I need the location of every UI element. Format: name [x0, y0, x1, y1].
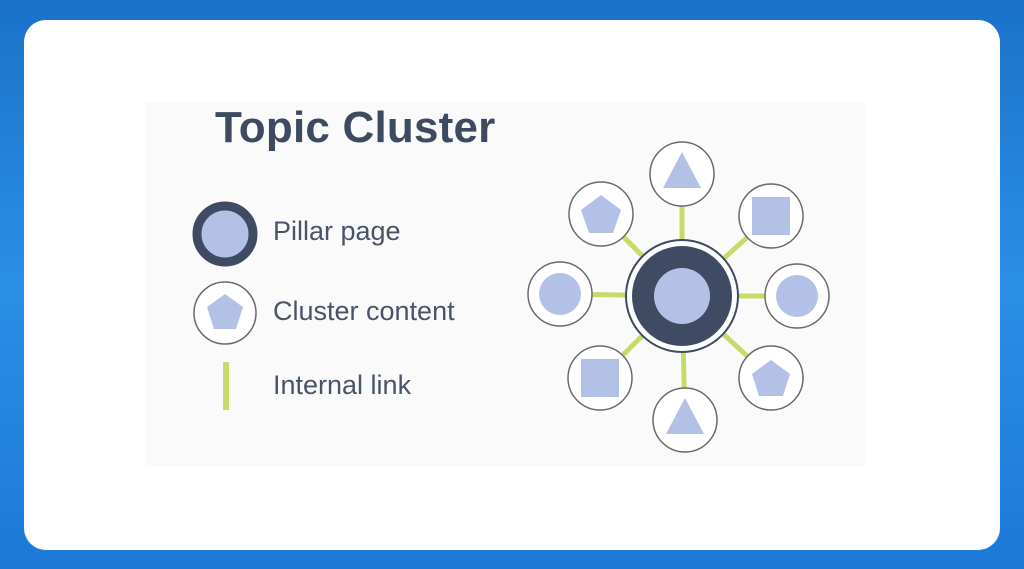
- satellite-top: [649, 141, 715, 207]
- satellite-bottom-right: [738, 345, 804, 411]
- circle-shape: [539, 273, 581, 315]
- circle-shape: [776, 275, 818, 317]
- satellite-right: [764, 263, 830, 329]
- infographic-panel: [145, 102, 865, 467]
- internal-link-legend-icon: [223, 362, 229, 410]
- pentagon-shape: [752, 360, 790, 396]
- square-shape: [581, 359, 619, 397]
- satellite-top-left: [568, 181, 634, 247]
- square-shape: [752, 197, 790, 235]
- triangle-shape: [663, 152, 701, 188]
- cluster-content-legend-icon: [193, 281, 257, 345]
- pillar-page-legend-icon: [192, 201, 258, 267]
- pillar-page-legend-label: Pillar page: [273, 216, 401, 246]
- infographic-title: Topic Cluster: [215, 103, 496, 152]
- pentagon-shape: [581, 195, 621, 233]
- pillar-page-node: [625, 239, 739, 353]
- internal-link-legend-label: Internal link: [273, 370, 412, 400]
- satellite-top-right: [738, 183, 804, 249]
- satellite-bottom: [652, 387, 718, 453]
- topic-cluster-diagram: [527, 141, 830, 453]
- satellite-bottom-left: [567, 345, 633, 411]
- satellite-left: [527, 261, 593, 327]
- triangle-shape: [666, 398, 704, 434]
- cluster-content-legend-label: Cluster content: [273, 296, 455, 326]
